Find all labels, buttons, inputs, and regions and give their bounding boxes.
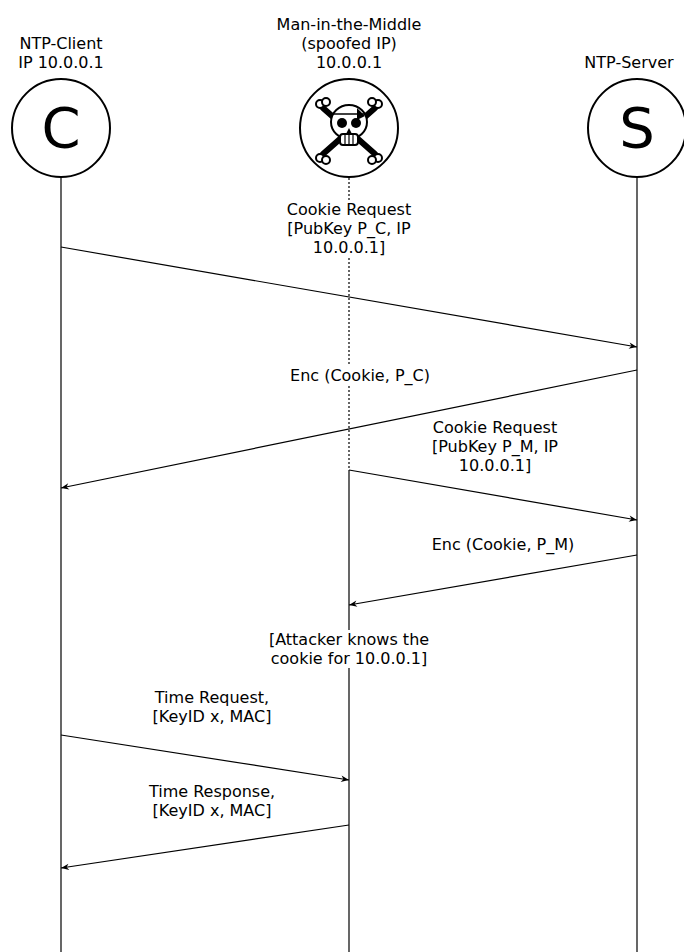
participant-heading: NTP-Client IP 10.0.0.1	[11, 34, 111, 72]
message-arrow	[61, 825, 349, 868]
attacker-lifeline	[348, 470, 349, 952]
participant-heading: NTP-Server	[579, 53, 679, 72]
skull-icon	[316, 98, 382, 164]
participant-circle: C	[11, 78, 111, 178]
lifeline-participant: NTP-ServerS	[587, 53, 684, 178]
lifeline-participant: NTP-Client IP 10.0.0.1C	[11, 34, 111, 178]
participant-letter: S	[587, 78, 684, 178]
lifeline-participant: Man-in-the-Middle (spoofed IP) 10.0.0.1	[274, 15, 424, 178]
participant-letter: C	[11, 78, 111, 178]
message-label: Time Request, [KeyID x, MAC]	[140, 688, 285, 726]
message-label: Time Response, [KeyID x, MAC]	[140, 782, 285, 820]
message-label: Cookie Request [PubKey P_C, IP 10.0.0.1]	[283, 200, 415, 257]
message-arrow	[349, 555, 637, 605]
participant-circle: S	[587, 78, 684, 178]
message-arrow	[349, 470, 637, 520]
server-lifeline	[636, 178, 637, 952]
participant-heading: Man-in-the-Middle (spoofed IP) 10.0.0.1	[274, 15, 424, 72]
message-label: Enc (Cookie, P_M)	[432, 535, 575, 554]
circle-outline	[299, 78, 399, 178]
message-label: Cookie Request [PubKey P_M, IP 10.0.0.1]	[429, 418, 561, 475]
client-lifeline	[60, 178, 61, 952]
message-label: Enc (Cookie, P_C)	[290, 366, 430, 385]
message-arrow	[61, 247, 637, 347]
note-label: [Attacker knows the cookie for 10.0.0.1]	[257, 630, 442, 668]
participant-circle	[299, 78, 399, 178]
message-arrow	[61, 735, 349, 780]
